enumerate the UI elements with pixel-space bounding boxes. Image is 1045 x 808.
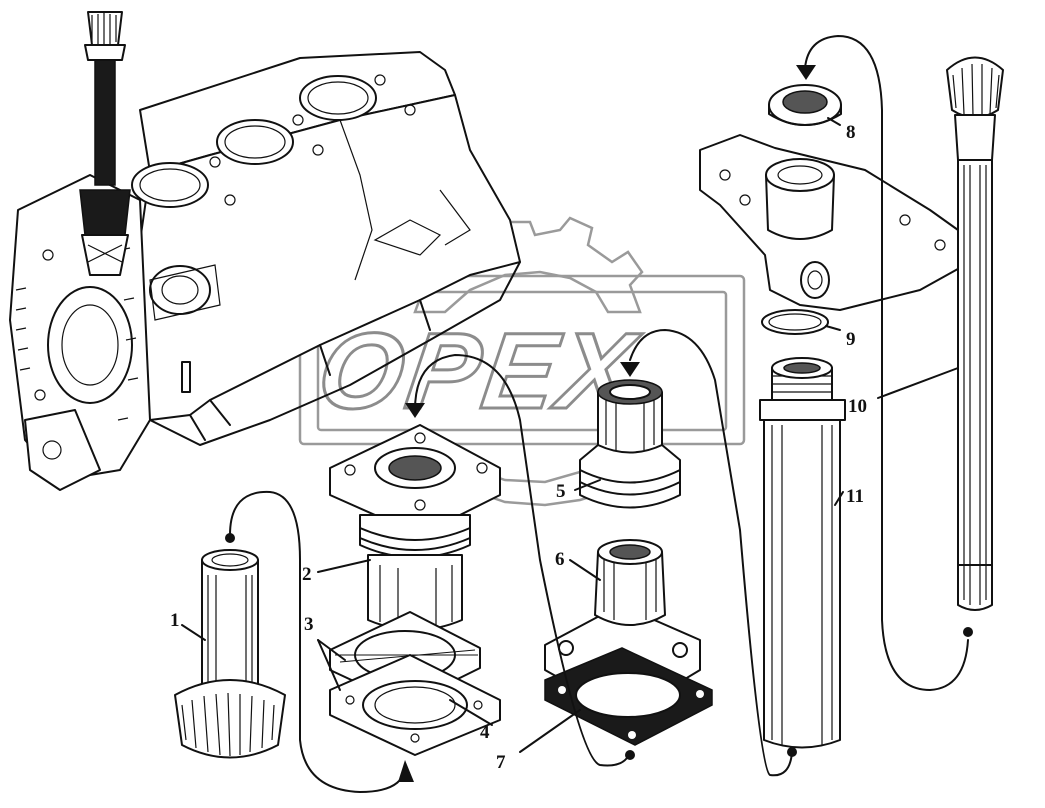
callout-8: 8: [846, 122, 856, 143]
bracket: [699, 134, 966, 311]
leader-lines: [181, 117, 959, 753]
watermark-text: OPEX: [311, 310, 646, 430]
path-arrow-8: [796, 65, 816, 80]
path-arrow-5: [620, 362, 640, 377]
path-dot-5: [787, 747, 797, 757]
path-arrow-1: [398, 760, 414, 782]
path-part-8: [804, 35, 969, 691]
path-part-5: [629, 329, 793, 777]
watermark-frame: [298, 274, 746, 446]
callout-7: 7: [496, 752, 506, 773]
part-2-housing: [329, 424, 501, 631]
part-11-tube: [759, 357, 846, 749]
callout-5: 5: [556, 481, 566, 502]
callout-3: 3: [304, 614, 314, 635]
callout-9: 9: [846, 329, 856, 350]
callout-labels: 1 2 3 4 5 6 7 8 9 10 11: [170, 122, 867, 773]
callout-4: 4: [480, 722, 490, 743]
part-9-o-ring: [761, 309, 829, 335]
part-10-shaft: [946, 56, 1004, 611]
path-arrow-2: [405, 403, 425, 418]
part-7-gasket: [544, 647, 713, 746]
part-4-gasket: [329, 654, 501, 756]
callout-11: 11: [846, 486, 864, 507]
block-drive-shaft: [79, 11, 131, 276]
callout-2: 2: [302, 564, 312, 585]
path-dot-1: [225, 533, 235, 543]
callout-6: 6: [555, 549, 565, 570]
path-dot-2: [625, 750, 635, 760]
callout-1: 1: [170, 610, 180, 631]
path-dot-8: [963, 627, 973, 637]
engine-block: [9, 51, 521, 491]
callout-10: 10: [848, 396, 867, 417]
part-8-washer: [768, 84, 842, 126]
part-1-drive-gear: [174, 549, 286, 759]
part-5-bushing: [579, 379, 681, 509]
path-part-2: [414, 354, 631, 767]
path-part-1: [229, 490, 406, 793]
watermark-gear-icon: [413, 216, 644, 314]
assembly-paths: [225, 35, 973, 793]
